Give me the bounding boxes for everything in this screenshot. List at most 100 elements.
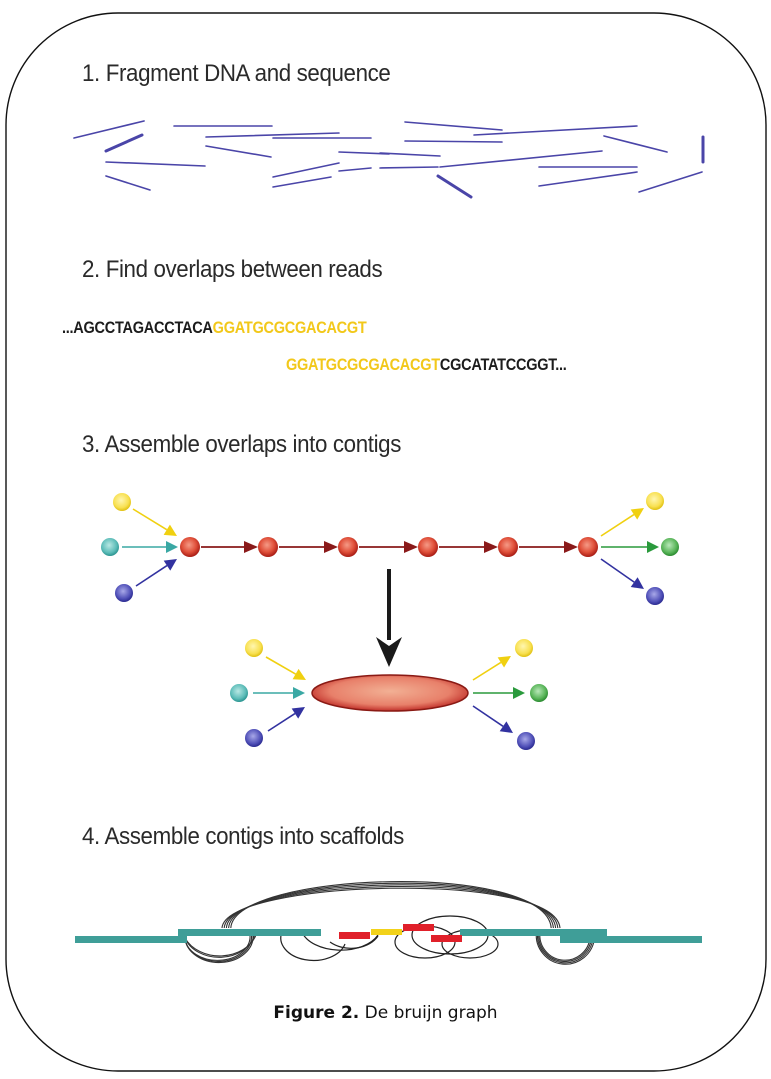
input-edge-yellow-shaft: [132, 508, 168, 531]
chain-edge-head: [484, 541, 498, 553]
input-node-cyan: [230, 684, 248, 702]
figure-caption: Figure 2. De bruijn graph: [0, 1003, 771, 1023]
contig-bar-red: [431, 935, 462, 942]
caption-text: De bruijn graph: [359, 1003, 498, 1023]
contig-node: [418, 537, 438, 557]
output-edge-blue-shaft: [472, 705, 504, 727]
output-node-yellow: [515, 639, 533, 657]
read-fragment: [603, 135, 668, 153]
read-fragment: [104, 133, 144, 153]
read-fragment: [205, 132, 340, 138]
short-mate-pair-arc: [535, 931, 596, 965]
input-node-yellow: [113, 493, 131, 511]
output-edge-blue-shaft: [600, 558, 635, 583]
read-fragment: [379, 166, 439, 169]
read-fragment: [404, 140, 503, 143]
input-node-blue: [245, 729, 263, 747]
caption-label: Figure 2.: [273, 1003, 360, 1023]
read-2-overlap: GGATGCGCGACACGT: [286, 356, 440, 374]
read-fragment: [105, 175, 151, 191]
read-1-sequence: ...AGCCTAGACCTACAGGATGCGCGACACGT: [62, 319, 367, 338]
contig-bar: [607, 936, 702, 943]
contig-node: [180, 537, 200, 557]
output-node-blue: [646, 587, 664, 605]
read-fragment: [638, 171, 703, 193]
output-edge-blue-head: [499, 721, 513, 733]
contig-bar: [560, 929, 607, 943]
read-fragment: [73, 120, 145, 139]
read-fragment: [538, 171, 638, 187]
contig-bar: [75, 936, 187, 943]
read-1-overlap: GGATGCGCGACACGT: [212, 319, 367, 337]
scaffold-diagram: [75, 881, 702, 965]
contig-bar-red: [339, 932, 370, 939]
step-3-title: 3. Assemble overlaps into contigs: [82, 431, 401, 458]
read-fragment: [473, 125, 638, 136]
read-fragment: [436, 174, 473, 199]
long-mate-pair-arc: [223, 885, 559, 929]
output-node-green: [661, 538, 679, 556]
read-2-sequence: GGATGCGCGACACGTCGCATATCCGGT...: [286, 356, 567, 375]
read-2-suffix: CGCATATCCGGT...: [439, 356, 567, 374]
read-fragment: [404, 121, 503, 131]
long-mate-pair-arc: [228, 882, 554, 929]
contig-bar: [178, 929, 321, 936]
short-mate-pair-arc: [280, 931, 346, 962]
input-edge-yellow-head: [163, 524, 177, 536]
contig-node: [338, 537, 358, 557]
read-fragment: [338, 167, 372, 172]
output-edge-yellow-shaft: [600, 513, 635, 537]
short-mate-pair-arc: [539, 931, 591, 961]
input-node-cyan: [101, 538, 119, 556]
read-fragment: [439, 150, 603, 168]
short-mate-pair-arc: [301, 931, 379, 951]
contig-node: [498, 537, 518, 557]
chain-edge-head: [404, 541, 418, 553]
long-mate-pair-arc: [230, 881, 552, 929]
collapse-arrow-head: [376, 637, 402, 667]
output-edge-blue-head: [630, 577, 644, 589]
input-edge-yellow-head: [292, 668, 306, 680]
read-fragment: [205, 145, 272, 158]
short-mate-pair-arc: [184, 934, 257, 957]
input-edge-blue-shaft: [267, 712, 296, 732]
input-edge-blue-shaft: [135, 564, 168, 587]
output-node-green: [530, 684, 548, 702]
step-2-title: 2. Find overlaps between reads: [82, 256, 383, 283]
contig-node: [258, 537, 278, 557]
chain-edge-head: [244, 541, 258, 553]
short-mate-pair-arc: [184, 934, 254, 964]
read-fragment: [272, 176, 332, 188]
read-1-prefix: ...AGCCTAGACCTACA: [62, 319, 213, 337]
sequencing-reads: [73, 120, 705, 199]
input-node-blue: [115, 584, 133, 602]
read-fragment: [379, 152, 441, 157]
input-edge-cyan-head: [293, 687, 305, 699]
chain-edge-head: [324, 541, 338, 553]
collapse-arrow: [376, 569, 402, 667]
short-mate-pair-arc: [329, 935, 379, 949]
short-mate-pair-arc: [536, 931, 594, 964]
output-edge-yellow-head: [497, 656, 511, 668]
output-edge-green-head: [513, 687, 525, 699]
figure-border: [5, 12, 767, 1072]
input-edge-blue-head: [291, 707, 305, 719]
input-edge-blue-head: [163, 559, 177, 571]
output-node-yellow: [646, 492, 664, 510]
output-edge-yellow-head: [630, 508, 644, 520]
read-fragment: [272, 162, 340, 178]
input-node-yellow: [245, 639, 263, 657]
input-edge-yellow-shaft: [265, 656, 296, 675]
contig-bar-yellow: [371, 929, 402, 935]
step-1-title: 1. Fragment DNA and sequence: [82, 60, 391, 87]
contig-graph-collapsed: [230, 639, 548, 750]
input-edge-cyan-head: [166, 541, 178, 553]
short-mate-pair-arc: [538, 931, 593, 963]
long-mate-pair-arc: [225, 884, 557, 929]
contig-bar: [460, 929, 607, 936]
output-node-blue: [517, 732, 535, 750]
contig-node: [578, 537, 598, 557]
output-edge-yellow-shaft: [472, 661, 502, 681]
contig-graph-chain: [101, 492, 679, 605]
step-4-title: 4. Assemble contigs into scaffolds: [82, 823, 404, 850]
